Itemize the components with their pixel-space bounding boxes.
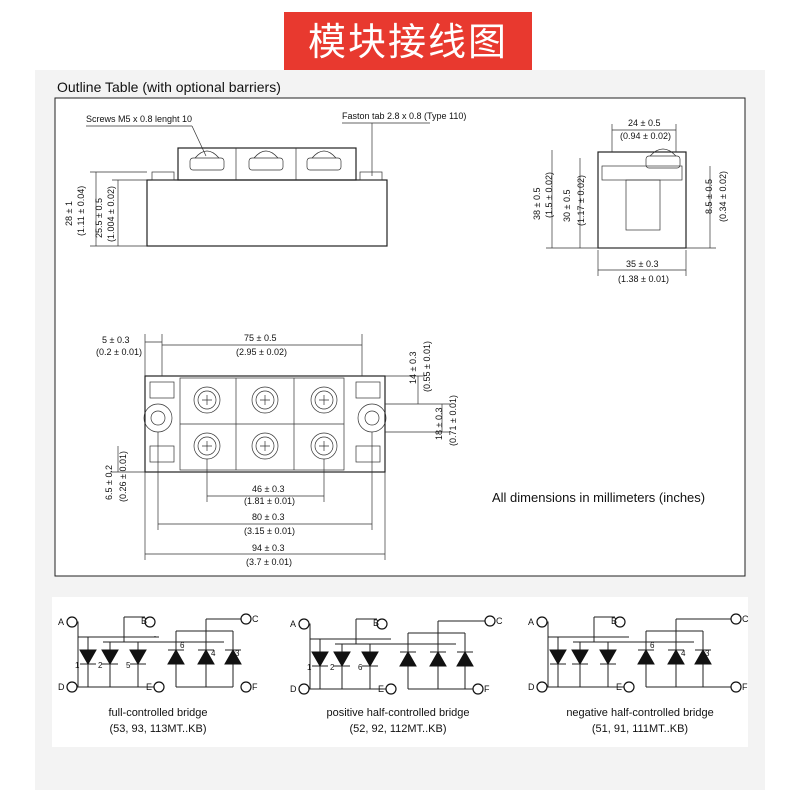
diode-num-1: 1 — [75, 661, 80, 670]
term-b: B — [141, 616, 147, 626]
front-h1: 28 ± 1 — [64, 201, 74, 226]
diode-num-4: 4 — [681, 649, 686, 658]
term-a: A — [528, 617, 534, 627]
top-d94: 94 ± 0.3 — [252, 543, 284, 553]
circuit-positive-half: A D B E C F 1 2 6 positive half-controll… — [290, 615, 503, 735]
term-f: F — [484, 684, 490, 694]
top-d80-in: (3.15 ± 0.01) — [244, 526, 295, 536]
term-a: A — [290, 619, 296, 629]
circuit-negative-half: A D B E C F 6 4 3 negative half-controll… — [528, 613, 749, 735]
front-h1-in: (1.11 ± 0.04) — [76, 186, 86, 236]
term-c: C — [252, 614, 259, 624]
term-c: C — [496, 616, 503, 626]
front-view: Screws M5 x 0.8 lenght 10 Faston tab 2.8… — [64, 111, 466, 247]
side-w-bot-in: (1.38 ± 0.01) — [618, 274, 669, 284]
circuit-1-caption: full-controlled bridge — [108, 707, 207, 719]
term-a: A — [58, 617, 64, 627]
side-h1-in: (1.5 ± 0.02) — [544, 172, 554, 218]
diode-num-3: 3 — [235, 649, 240, 658]
faston-note: Faston tab 2.8 x 0.8 (Type 110) — [342, 111, 466, 121]
diode-num-4: 4 — [211, 649, 216, 658]
diode-num-1: 1 — [307, 663, 312, 672]
term-f: F — [742, 682, 748, 692]
term-f: F — [252, 682, 258, 692]
top-d65-in: (0.26 ± 0.01) — [118, 451, 128, 502]
diode-num-6: 6 — [180, 641, 185, 650]
top-d94-in: (3.7 ± 0.01) — [246, 557, 292, 567]
term-d: D — [290, 684, 297, 694]
top-d65: 6.5 ± 0.2 — [104, 465, 114, 500]
banner-title: 模块接线图 — [307, 20, 508, 64]
side-h2: 30 ± 0.5 — [562, 190, 572, 222]
top-d80: 80 ± 0.3 — [252, 512, 284, 522]
diode-num-6: 6 — [358, 663, 363, 672]
top-d75-in: (2.95 ± 0.02) — [236, 347, 287, 357]
diode-num-5: 5 — [126, 661, 131, 670]
term-e: E — [146, 682, 152, 692]
top-d14-in: (0.55 ± 0.01) — [422, 341, 432, 392]
top-d5: 5 ± 0.3 — [102, 335, 129, 345]
side-h3-in: (0.34 ± 0.02) — [718, 171, 728, 222]
term-b: B — [373, 618, 379, 628]
title-banner: 模块接线图 — [284, 12, 532, 72]
diode-num-3: 3 — [705, 649, 710, 658]
term-c: C — [742, 614, 749, 624]
dimensions-note: All dimensions in millimeters (inches) — [492, 490, 705, 505]
screws-note: Screws M5 x 0.8 lenght 10 — [86, 114, 192, 124]
top-view: 5 ± 0.3 (0.2 ± 0.01) 75 ± 0.5 (2.95 ± 0.… — [96, 333, 458, 567]
diode-num-6: 6 — [650, 641, 655, 650]
circuit-panel — [52, 597, 748, 747]
circuit-2-models: (52, 92, 112MT..KB) — [349, 723, 446, 735]
circuit-1-models: (53, 93, 113MT..KB) — [109, 723, 206, 735]
side-h3: 8.5 ± 0.5 — [704, 179, 714, 214]
term-d: D — [528, 682, 535, 692]
circuit-full-controlled: A D B E C F 1 2 5 6 4 3 full-controlled … — [58, 613, 259, 735]
outline-title: Outline Table (with optional barriers) — [57, 79, 281, 95]
term-e: E — [616, 682, 622, 692]
top-d18-in: (0.71 ± 0.01) — [448, 395, 458, 446]
circuit-2-caption: positive half-controlled bridge — [326, 707, 469, 719]
term-d: D — [58, 682, 65, 692]
top-d5-in: (0.2 ± 0.01) — [96, 347, 142, 357]
diode-num-2: 2 — [98, 661, 103, 670]
front-h2: 25.5 ± 0.5 — [94, 198, 104, 238]
side-view: 24 ± 0.5 (0.94 ± 0.02) 38 ± 0.5 (1.5 ± 0… — [532, 118, 728, 284]
side-h2-in: (1.17 ± 0.02) — [576, 175, 586, 226]
side-w-top: 24 ± 0.5 — [628, 118, 660, 128]
circuit-3-caption: negative half-controlled bridge — [566, 707, 713, 719]
side-w-bot: 35 ± 0.3 — [626, 259, 658, 269]
front-h2-in: (1.004 ± 0.02) — [106, 186, 116, 242]
side-w-top-in: (0.94 ± 0.02) — [620, 131, 671, 141]
top-d18: 18 ± 0.3 — [434, 408, 444, 440]
side-h1: 38 ± 0.5 — [532, 188, 542, 220]
term-e: E — [378, 684, 384, 694]
outline-frame — [54, 97, 746, 577]
term-b: B — [611, 616, 617, 626]
diode-num-2: 2 — [330, 663, 335, 672]
top-d46-in: (1.81 ± 0.01) — [244, 496, 295, 506]
top-d46: 46 ± 0.3 — [252, 484, 284, 494]
circuit-3-models: (51, 91, 111MT..KB) — [592, 723, 688, 735]
top-d75: 75 ± 0.5 — [244, 333, 276, 343]
top-d14: 14 ± 0.3 — [408, 352, 418, 384]
